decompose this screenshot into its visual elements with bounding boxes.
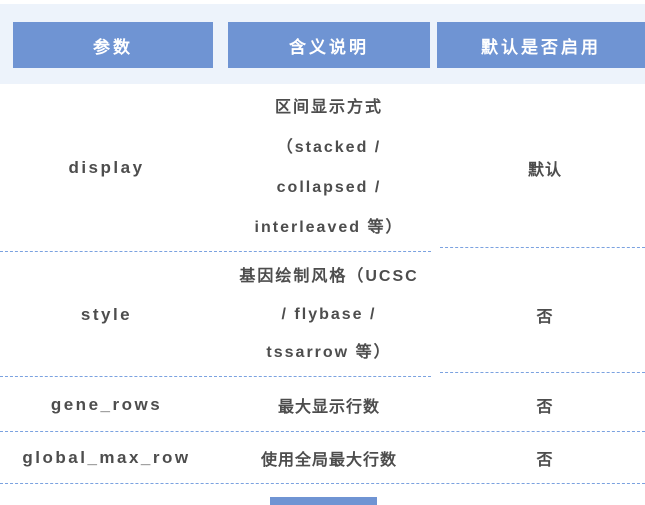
description-line: interleaved 等） — [254, 219, 404, 236]
row-separator — [0, 376, 431, 377]
param-name: gene_rows — [50, 394, 163, 414]
row-separator — [440, 372, 645, 373]
param-description: 区间显示方式 （stacked / collapsed / interleave… — [213, 84, 445, 252]
description-line: 使用全局最大行数 — [260, 452, 397, 469]
description-line: （stacked / — [276, 139, 382, 156]
next-table-header-partial — [270, 497, 377, 505]
description-line: tssarrow 等） — [266, 343, 392, 361]
header-cell-description: 含义说明 — [228, 22, 430, 68]
description-line: 最大显示行数 — [277, 398, 380, 416]
description-line: 基因绘制风格（UCSC — [239, 267, 419, 285]
param-description: 使用全局最大行数 — [213, 432, 445, 484]
param-name: global_max_row — [22, 448, 191, 467]
table-row-style: style 基因绘制风格（UCSC / flybase / tssarrow 等… — [0, 252, 645, 377]
default-value: 否 — [536, 308, 554, 326]
row-separator — [440, 247, 645, 248]
description-line: 区间显示方式 — [274, 99, 383, 116]
param-name: display — [68, 158, 145, 177]
table-row-gene-rows: gene_rows 最大显示行数 否 — [0, 377, 645, 432]
header-cell-param: 参数 — [13, 22, 213, 68]
table-body: display 区间显示方式 （stacked / collapsed / in… — [0, 84, 645, 484]
default-value: 默认 — [527, 162, 562, 179]
table-header-band: 参数 含义说明 默认是否启用 — [0, 4, 645, 84]
row-separator — [0, 251, 431, 252]
row-separator — [0, 483, 645, 484]
param-description: 最大显示行数 — [213, 377, 445, 432]
default-value: 否 — [536, 452, 554, 469]
param-name: style — [80, 304, 133, 324]
param-description: 基因绘制风格（UCSC / flybase / tssarrow 等） — [213, 252, 445, 377]
table-row-display: display 区间显示方式 （stacked / collapsed / in… — [0, 84, 645, 252]
table-row-global-max-row: global_max_row 使用全局最大行数 否 — [0, 432, 645, 484]
description-line: collapsed / — [276, 179, 382, 196]
row-separator — [0, 431, 645, 432]
description-line: / flybase / — [281, 305, 377, 323]
default-value: 否 — [536, 398, 554, 416]
header-cell-default-enabled: 默认是否启用 — [437, 22, 645, 68]
